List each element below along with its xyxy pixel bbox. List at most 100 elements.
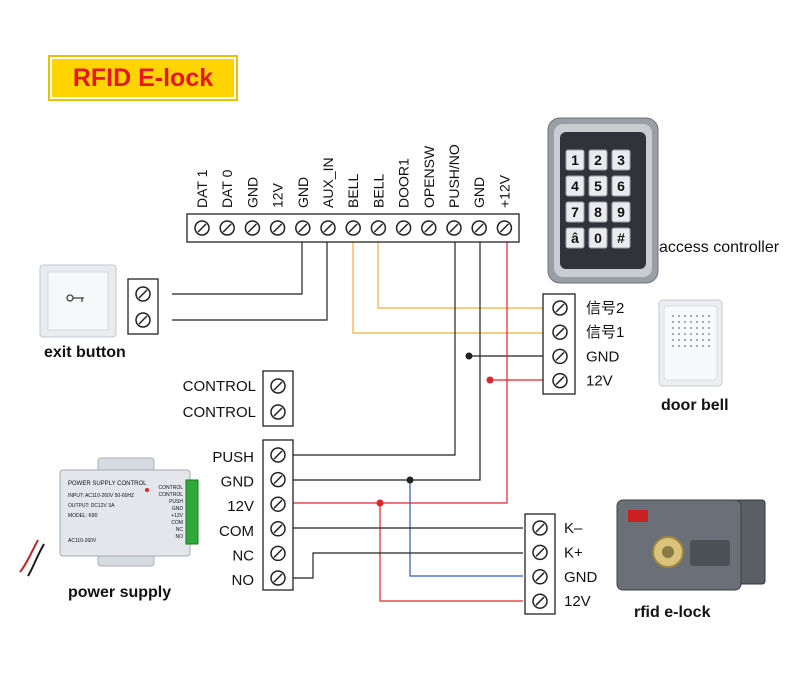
wire-12v-lock (379, 503, 523, 602)
lock-terminal-screw (532, 520, 548, 536)
psu-terminal-screw (270, 545, 286, 562)
controller-terminal-label: OPENSW (421, 145, 437, 208)
junction-gnd (465, 352, 473, 360)
psu-face-input: INPUT: AC110-260V 50-60HZ (68, 493, 134, 499)
psu-face-model: MODEL: K80 (68, 513, 98, 519)
psu-terminal-screw (270, 447, 286, 463)
controller-terminal-label: BELL (370, 174, 386, 208)
control-terminal-label: CONTROL (183, 404, 256, 421)
keypad-key: â (565, 227, 585, 249)
doorbell-terminal-screw (552, 348, 568, 365)
keypad-key-label: â (571, 230, 579, 246)
exit-button: exit button (39, 264, 159, 361)
psu-terminal-label: NC (232, 547, 254, 564)
keypad-key: 9 (611, 201, 631, 223)
keypad-key: 5 (588, 175, 608, 197)
rfid-e-lock: rfid e-lock (616, 499, 766, 621)
lock-terminal-block: K– K+ GND 12V (524, 513, 598, 615)
psu-face-side-label: CONTROL (159, 485, 184, 491)
psu-face-side-label: +12V (171, 513, 183, 519)
keypad-key: 2 (588, 149, 608, 171)
lock-terminal-screw (532, 544, 548, 561)
keypad-key: # (611, 227, 631, 249)
doorbell-terminal-screw (552, 372, 568, 389)
keypad-key-label: 9 (617, 204, 625, 220)
doorbell-terminal-label: 信号2 (586, 300, 624, 317)
controller-terminal-label: DAT 0 (219, 169, 235, 208)
lock-terminal-label: K– (564, 520, 583, 537)
controller-terminal-label: PUSH/NO (446, 144, 462, 208)
exit-button-label: exit button (44, 344, 126, 361)
psu-face-header: POWER SUPPLY CONTROL (68, 481, 147, 487)
controller-terminal-label: +12V (496, 174, 512, 208)
keypad-key-label: 1 (571, 152, 579, 168)
controller-terminal-label: GND (244, 177, 260, 208)
title-banner: RFID E-lock (48, 55, 238, 101)
keypad-key: 3 (611, 149, 631, 171)
wire-push (290, 228, 456, 456)
lock-terminal-label: K+ (564, 544, 583, 561)
controller-terminal-label: BELL (345, 174, 361, 208)
wire-exit-auxin (172, 228, 328, 321)
controller-terminal-label: AUX_IN (320, 157, 336, 208)
power-led-icon (145, 488, 149, 492)
lock-terminal-label: 12V (564, 593, 591, 610)
controller-terminal-screw (496, 220, 513, 236)
controller-terminal-screw (471, 220, 487, 236)
controller-terminal-screw (320, 220, 336, 236)
keypad-key-label: 5 (594, 178, 602, 194)
psu-face-side-label: GND (172, 506, 184, 512)
psu-face-side-label: COM (171, 520, 183, 526)
keypad-key-label: # (617, 230, 625, 246)
keypad-key: 8 (588, 201, 608, 223)
psu-terminal-label: PUSH (212, 449, 254, 466)
keypad-key-label: 7 (571, 204, 579, 220)
doorbell-terminal-screw (552, 300, 568, 316)
control-terminal-label: CONTROL (183, 378, 256, 395)
keypad-key: 7 (565, 201, 585, 223)
psu-terminal-screw (270, 570, 286, 586)
wire-gnd-lock (409, 480, 523, 577)
keypad-key-label: 4 (571, 178, 579, 194)
doorbell-terminal-screw (552, 324, 568, 340)
controller-terminal-screw (446, 220, 462, 236)
psu-face-side-label: PUSH (169, 499, 183, 505)
wire-gnd-main (290, 228, 481, 481)
controller-terminal-screw (395, 220, 412, 236)
wire-no-lock (290, 552, 523, 579)
control-terminal-screw (270, 404, 286, 420)
wire-exit-gnd (172, 228, 303, 295)
controller-terminal-screw (370, 220, 387, 236)
psu-face-output: OUTPUT: DC12V 3A (68, 503, 115, 509)
keypad-key-label: 0 (594, 230, 602, 246)
controller-terminal-screw (345, 220, 361, 236)
controller-terminal-screw (219, 220, 235, 236)
controller-terminal-label: GND (471, 177, 487, 208)
controller-label: access controller (659, 239, 780, 256)
power-supply-label: power supply (68, 584, 171, 601)
psu-face-side-label: CONTROL (159, 492, 184, 498)
controller-terminal-screw (194, 220, 210, 236)
psu-face-side-label: NC (176, 527, 184, 533)
doorbell-terminal-label: GND (586, 348, 620, 365)
controller-terminal-screw (244, 220, 261, 236)
psu-terminal-screw (270, 521, 286, 537)
psu-face-side-label: NO (176, 534, 184, 540)
junction-12v (486, 376, 494, 384)
controller-terminal-screw (421, 220, 437, 236)
lock-terminal-screw (532, 593, 548, 609)
psu-terminal-screw (270, 471, 286, 488)
page-title: RFID E-lock (72, 63, 214, 92)
control-terminal-block: CONTROL CONTROL (183, 370, 294, 427)
keypad-key-label: 3 (617, 152, 625, 168)
wire-bell-signal1 (352, 228, 545, 334)
lock-terminal-label: GND (564, 569, 598, 586)
controller-terminal-label: GND (295, 177, 311, 208)
keypad-key: 1 (565, 149, 585, 171)
controller-terminal-screw (295, 220, 311, 236)
keypad-key: 4 (565, 175, 585, 197)
